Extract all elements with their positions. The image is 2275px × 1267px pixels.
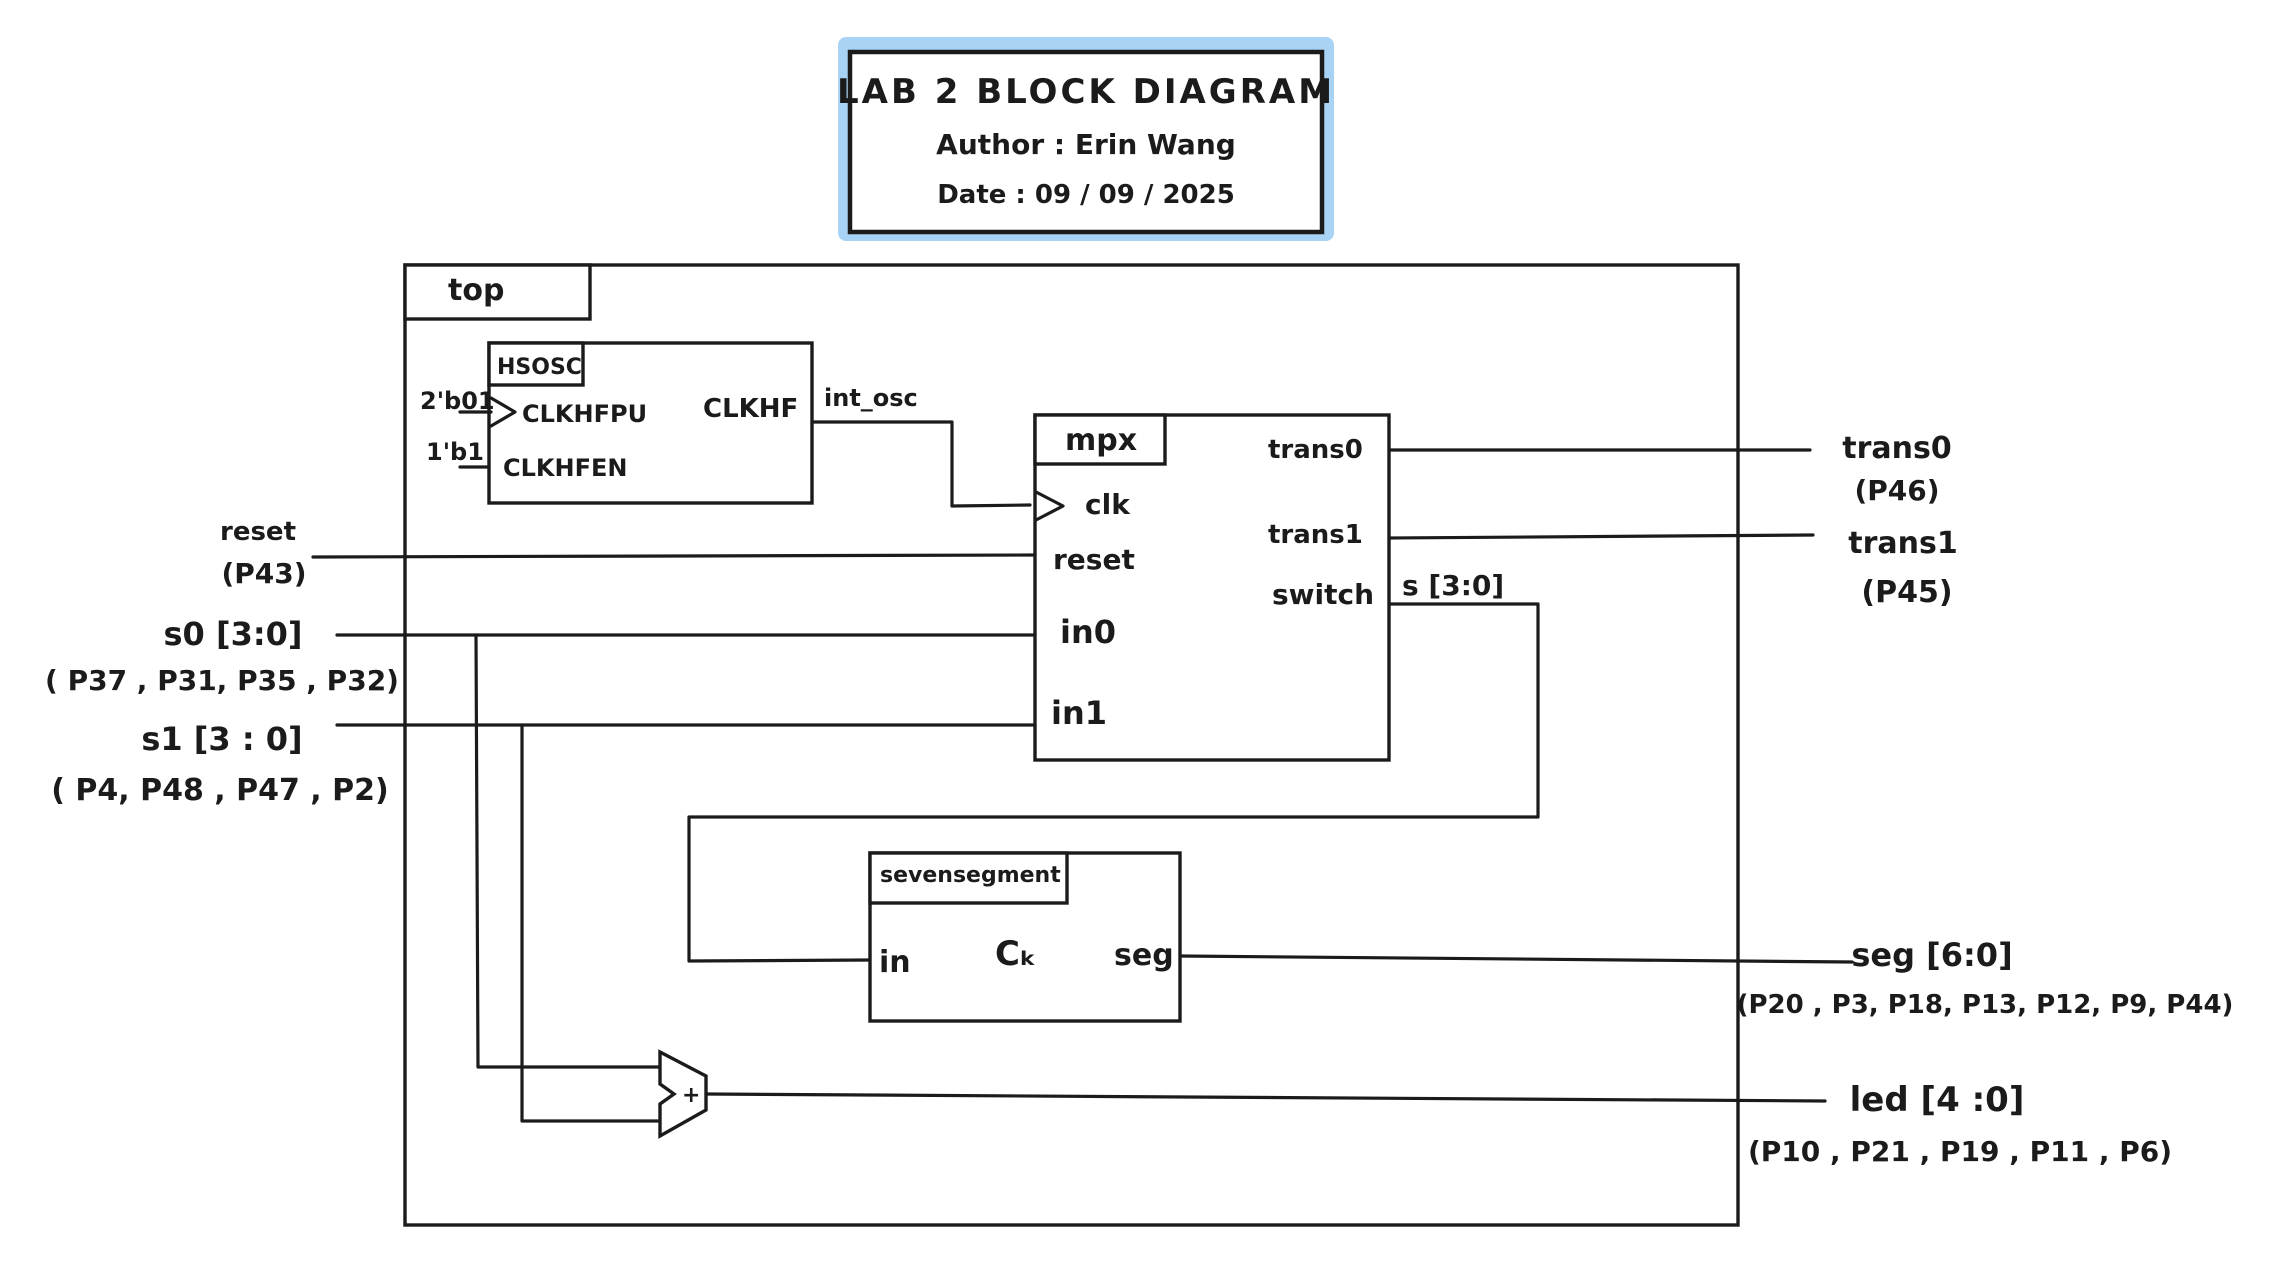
adder: + — [658, 1049, 708, 1139]
wire-s1-to-adder — [520, 723, 662, 1123]
sevensegment-port-seg: seg — [1114, 938, 1174, 973]
sevensegment-label-box — [868, 851, 1069, 905]
hsosc-port-clkhf: CLKHF — [703, 394, 798, 424]
output-trans0-name: trans0 — [1842, 431, 1951, 466]
output-trans1-name: trans1 — [1848, 526, 1957, 561]
adder-symbol: + — [682, 1083, 700, 1108]
wire-s — [687, 602, 1540, 963]
input-reset-pins: (P43) — [221, 557, 306, 590]
sevensegment-port-in: in — [879, 945, 911, 980]
input-s0-pins: ( P37 , P31, P35 , P32) — [45, 664, 399, 697]
output-labels: trans0 (P46) trans1 (P45) seg [6:0] (P20… — [1737, 431, 2234, 1168]
input-s1-pins: ( P4, P48 , P47 , P2) — [51, 773, 388, 808]
title-block: LAB 2 BLOCK DIAGRAM Author : Erin Wang D… — [837, 37, 1335, 241]
output-seg-pins: (P20 , P3, P18, P13, P12, P9, P44) — [1737, 990, 2234, 1020]
wire-reset — [311, 553, 1037, 559]
output-trans1-pins: (P45) — [1861, 575, 1952, 610]
input-s0-name: s0 [3:0] — [163, 615, 302, 653]
sevensegment-label: sevensegment — [880, 863, 1061, 888]
sevensegment-icon: Cₖ — [995, 934, 1037, 974]
title-box — [847, 49, 1325, 235]
wire-led — [704, 1092, 1827, 1103]
mpx-port-switch: switch — [1272, 578, 1374, 611]
hsosc-port-clkhfpu: CLKHFPU — [522, 400, 647, 428]
wire-int-osc-label: int_osc — [824, 384, 918, 412]
hsosc-label-box — [487, 341, 585, 387]
output-led-pins: (P10 , P21 , P19 , P11 , P6) — [1748, 1135, 2172, 1168]
mpx-clock-symbol — [1034, 490, 1065, 522]
hsosc-const-clkhfpu: 2'b01 — [420, 387, 495, 415]
wire-trans1 — [1387, 533, 1815, 540]
hsosc-const-clkhfen: 1'b1 — [426, 438, 484, 466]
mpx-port-reset: reset — [1053, 543, 1135, 576]
hsosc-label: HSOSC — [497, 355, 582, 380]
sevensegment-block: sevensegment in seg Cₖ — [868, 851, 1182, 1023]
mpx-port-clk: clk — [1085, 488, 1131, 521]
input-labels: reset (P43) s0 [3:0] ( P37 , P31, P35 , … — [45, 517, 399, 808]
diagram-title: LAB 2 BLOCK DIAGRAM — [837, 72, 1335, 112]
clkhfpu-clock-symbol — [489, 396, 517, 428]
mpx-block: mpx clk reset in0 in1 trans0 trans1 swit… — [1033, 413, 1391, 762]
mpx-label-box — [1033, 413, 1167, 466]
output-led-name: led [4 :0] — [1850, 1080, 2025, 1120]
output-trans0-pins: (P46) — [1854, 474, 1939, 507]
top-label: top — [448, 273, 504, 308]
wire-s-label: s [3:0] — [1402, 569, 1504, 602]
hsosc-block: HSOSC CLKHFPU CLKHFEN CLKHF 2'b01 1'b1 — [420, 341, 814, 505]
mpx-label: mpx — [1065, 423, 1137, 458]
mpx-port-trans0: trans0 — [1268, 435, 1363, 465]
mpx-port-in1: in1 — [1051, 694, 1107, 732]
author-label: Author : Erin Wang — [936, 128, 1236, 161]
input-s1-name: s1 [3 : 0] — [141, 720, 302, 758]
wire-int-osc — [810, 420, 1032, 508]
mpx-box — [1033, 413, 1391, 762]
top-label-box — [403, 263, 592, 321]
date-label: Date : 09 / 09 / 2025 — [937, 180, 1235, 210]
mpx-port-trans1: trans1 — [1268, 520, 1363, 550]
output-seg-name: seg [6:0] — [1851, 936, 2012, 974]
input-reset-name: reset — [220, 517, 296, 547]
mpx-port-in0: in0 — [1060, 613, 1116, 651]
adder-shape — [658, 1049, 708, 1139]
hsosc-port-clkhfen: CLKHFEN — [503, 454, 627, 482]
wire-seg — [1178, 954, 1854, 964]
wire-s0-to-adder — [474, 633, 662, 1069]
